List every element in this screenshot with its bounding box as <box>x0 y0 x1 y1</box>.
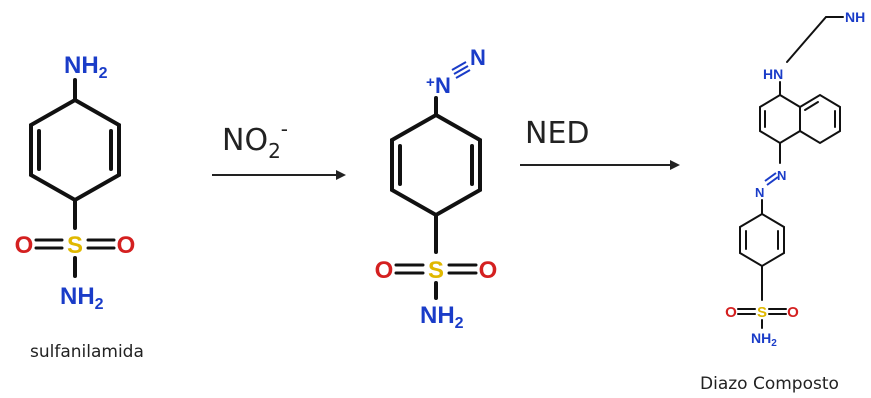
reaction-arrow-1: NO2- <box>212 117 346 180</box>
sulfur-atom-2: S <box>428 257 444 284</box>
triple-bond-2 <box>453 65 469 75</box>
oxygen-right-3: O <box>787 304 799 321</box>
oxygen-right: O <box>117 232 136 259</box>
reaction-arrow-2: NED <box>520 116 680 170</box>
diazonium-n2: N <box>470 45 486 70</box>
sulfur-atom-3: S <box>757 304 767 321</box>
amine-group-top: NH2 <box>64 52 108 82</box>
oxygen-left: O <box>15 232 34 259</box>
naph-double-3 <box>804 101 819 111</box>
azo-double-bond-1 <box>764 172 777 182</box>
arrow-head-2 <box>670 160 680 170</box>
benzene-ring <box>29 97 121 203</box>
reagent-ned: NED <box>525 116 590 151</box>
amine-group-bottom-2: NH2 <box>420 302 464 332</box>
triple-bond-3 <box>455 69 471 79</box>
naphthalene-ring-right <box>799 93 841 145</box>
oxygen-right-2: O <box>479 257 498 284</box>
diazonium-charge: + <box>426 74 435 91</box>
azo-double-bond-2 <box>766 176 779 186</box>
molecule-sulfanilamide: NH2 S O O NH2 sulfanilamida <box>15 52 144 362</box>
secondary-amine-hn: HN <box>763 66 783 82</box>
arrow-head-1 <box>336 170 346 180</box>
triple-bond-1 <box>451 61 467 71</box>
sulfur-atom: S <box>67 232 83 259</box>
caption-sulfanilamida: sulfanilamida <box>30 342 144 362</box>
molecule-azo-compound: NH HN N N S O O NH2 Diazo Composto <box>700 9 865 394</box>
reagent-nitrite: NO2- <box>222 117 288 163</box>
amine-group-bottom-3: NH2 <box>751 330 777 349</box>
oxygen-left-3: O <box>725 304 737 321</box>
amine-group-bottom: NH2 <box>60 283 104 313</box>
azo-n1: N <box>777 168 786 183</box>
amine-top-nh: NH <box>845 9 865 25</box>
molecule-diazonium: + N N S O O NH2 <box>375 45 498 332</box>
caption-diazo-composto: Diazo Composto <box>700 374 839 394</box>
oxygen-left-2: O <box>375 257 394 284</box>
ethyl-chain <box>786 16 844 63</box>
benzene-ring-2 <box>390 112 482 218</box>
azo-n2: N <box>755 185 764 200</box>
diazonium-n1: N <box>435 73 451 98</box>
